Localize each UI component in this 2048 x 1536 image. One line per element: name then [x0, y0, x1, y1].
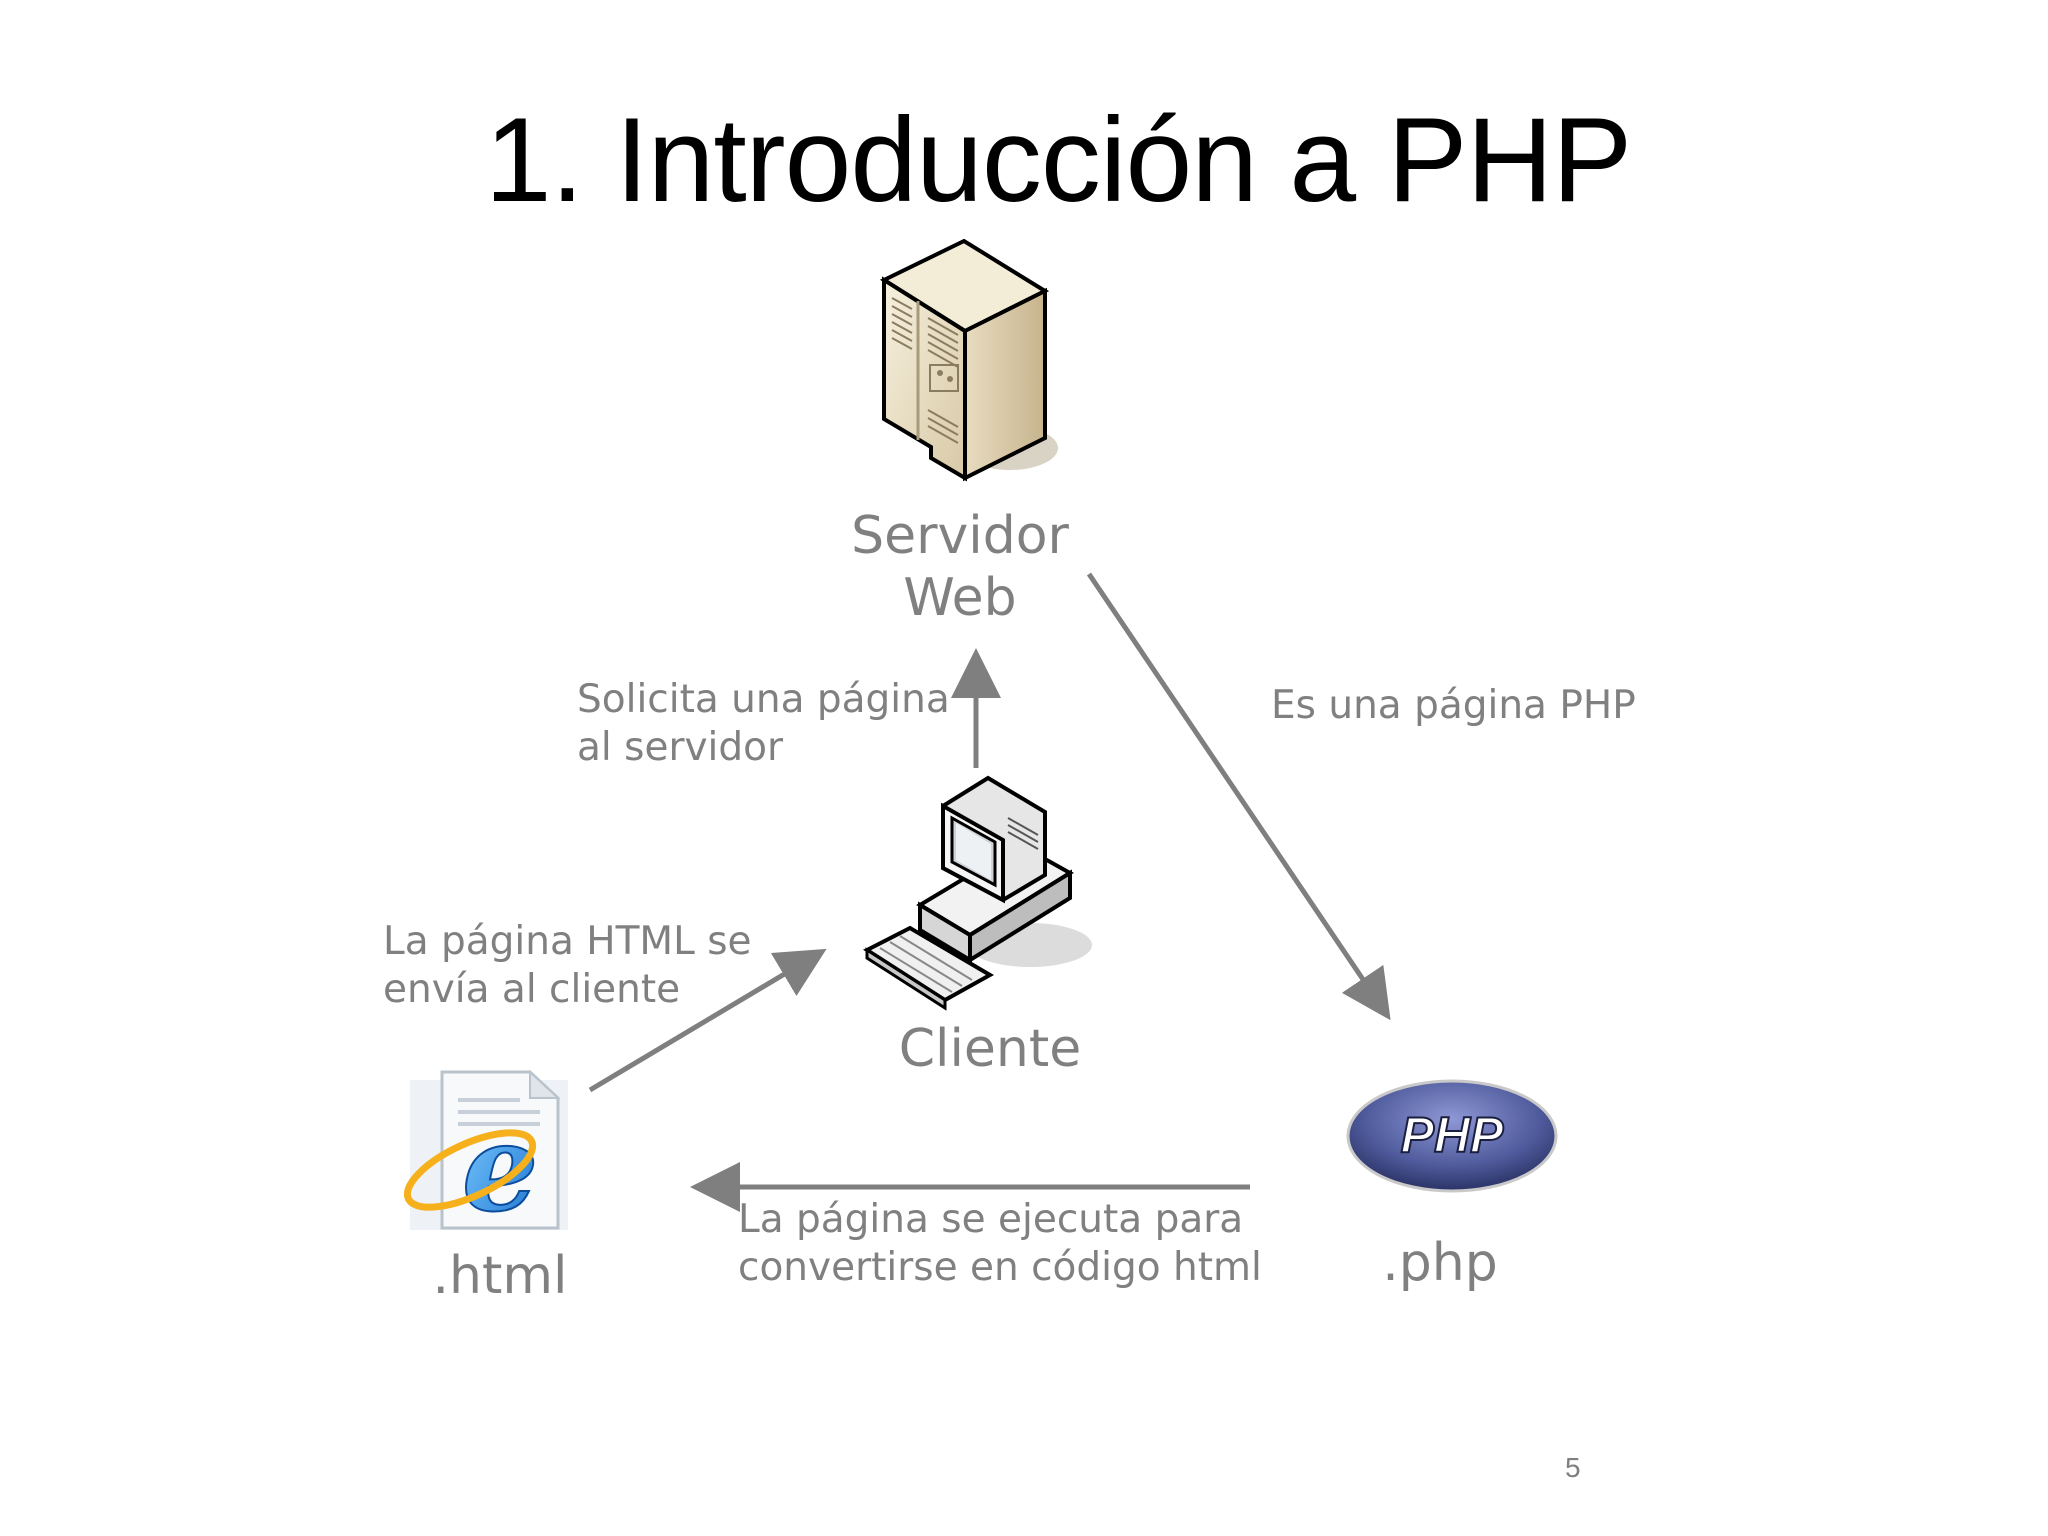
- client-label: Cliente: [898, 1019, 1082, 1079]
- server-label: Servidor Web: [820, 505, 1100, 629]
- computer-icon: [862, 775, 1092, 1011]
- page-number: 5: [1565, 1452, 1581, 1483]
- edge-label-request: Solicita una página al servidor: [577, 676, 950, 772]
- arrow-server-to-php: [1086, 572, 1391, 1021]
- edge-label-is-php-line1: Es una página PHP: [1271, 683, 1636, 728]
- svg-text:PHP: PHP: [1401, 1107, 1504, 1163]
- edge-label-request-line2: al servidor: [577, 725, 784, 770]
- arrow-html-to-client: [588, 948, 827, 1093]
- php-logo: PHP: [1346, 1079, 1558, 1193]
- html-label: .html: [432, 1246, 568, 1306]
- server-label-line2: Web: [903, 568, 1017, 628]
- html-file-icon: e: [403, 1069, 568, 1240]
- edge-label-request-line1: Solicita una página: [577, 677, 950, 722]
- server-icon: [879, 238, 1058, 482]
- edge-label-send-html-line1: La página HTML se: [383, 919, 752, 964]
- slide-title: 1. Introducción a PHP: [484, 93, 1632, 227]
- edge-label-send-html-line2: envía al cliente: [383, 967, 681, 1012]
- php-label: .php: [1382, 1233, 1498, 1293]
- edge-label-execute-line1: La página se ejecuta para: [738, 1197, 1244, 1242]
- edge-label-send-html: La página HTML se envía al cliente: [383, 918, 752, 1014]
- edge-label-execute: La página se ejecuta para convertirse en…: [738, 1196, 1262, 1292]
- svg-text:e: e: [462, 1098, 538, 1239]
- edge-label-execute-line2: convertirse en código html: [738, 1245, 1262, 1290]
- server-label-line1: Servidor: [851, 506, 1069, 566]
- edge-label-is-php: Es una página PHP: [1271, 682, 1636, 730]
